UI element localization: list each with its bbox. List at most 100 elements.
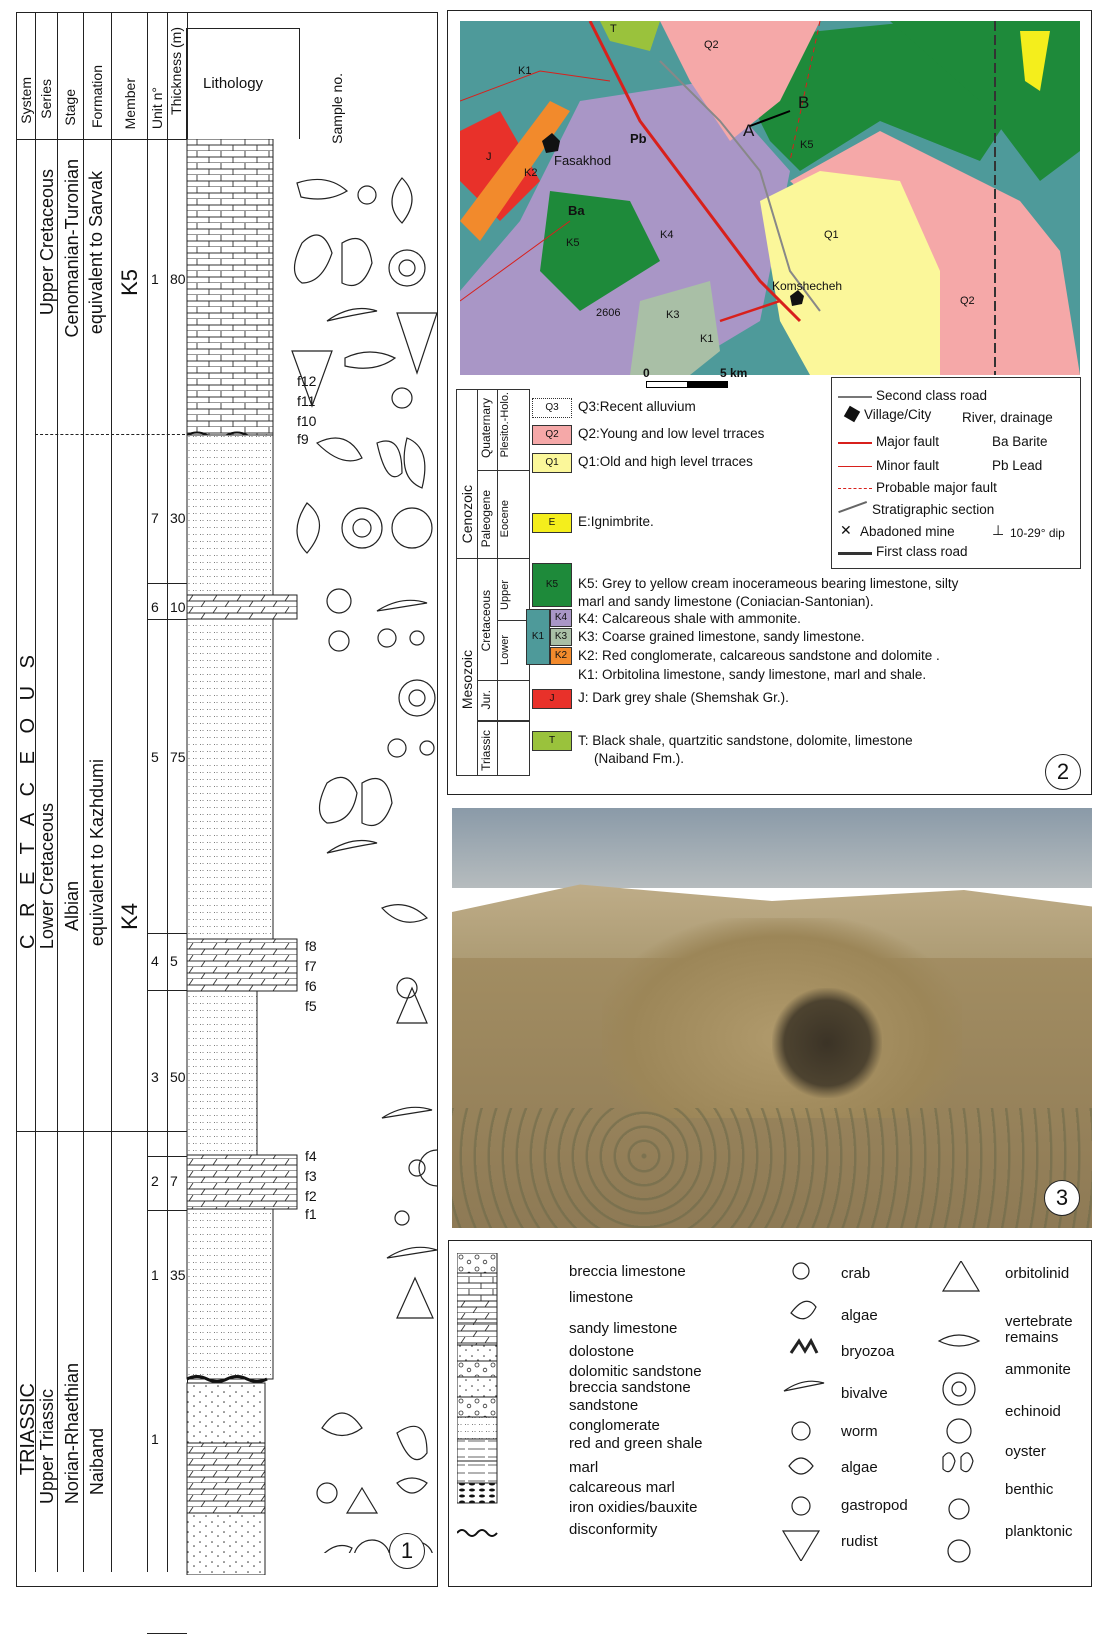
fossil-key-label: rudist <box>841 1533 878 1550</box>
lith-key-label: dolostone <box>569 1343 634 1360</box>
symbol-label: First class road <box>876 544 968 559</box>
legend-text: K2: Red conglomerate, calcareous sandsto… <box>578 648 940 663</box>
algae-icon <box>312 1546 352 1554</box>
ammonite-icon <box>943 1373 975 1405</box>
ammonite-icon <box>342 508 382 548</box>
map-label: Fasakhod <box>554 153 611 168</box>
bivalve-icon <box>382 1107 432 1118</box>
bivalve-icon <box>327 841 377 853</box>
symbol-label: Probable major fault <box>876 480 997 495</box>
unit-label: 1 <box>151 1267 159 1283</box>
oyster-icon <box>943 1453 973 1472</box>
echinoid-icon <box>947 1419 971 1443</box>
map-label: K5 <box>800 139 813 151</box>
fossil-key-label: ammonite <box>1005 1361 1071 1378</box>
rudist-icon <box>783 1531 819 1561</box>
map-label: Komshecheh <box>772 279 842 293</box>
oyster-icon <box>345 352 395 368</box>
map-label: Q2 <box>960 295 975 307</box>
village-icon <box>844 406 860 422</box>
symbol-label: River, drainage <box>962 410 1053 425</box>
period-label: Quaternary <box>479 398 493 458</box>
symbol-label: Second class road <box>876 388 987 403</box>
gastropod-icon <box>392 388 412 408</box>
thickness-label: 5 <box>170 953 178 969</box>
thickness-label: 30 <box>170 510 186 526</box>
member-k4: K4 <box>117 903 143 930</box>
symbol-label: 10-29° dip <box>1010 526 1065 540</box>
geologic-map-panel: T Q2 K1 Pb B A K5 J Fasakhod K2 Ba K4 K5… <box>447 10 1092 795</box>
panel-number-1: 1 <box>389 1533 425 1569</box>
map-label: K2 <box>524 167 537 179</box>
rudist-icon <box>292 351 332 406</box>
era-label: Mesozoic <box>459 650 475 709</box>
lithology-key-column <box>457 1253 505 1553</box>
bivalve-icon <box>327 309 377 321</box>
planktonic-icon <box>948 1540 970 1562</box>
legend-swatch-k3: K3 <box>550 628 572 646</box>
crab-icon <box>793 1263 809 1279</box>
symbol-label: Major fault <box>876 434 939 449</box>
lith-key-label: calcareous marl <box>569 1479 675 1496</box>
header-lithology: Lithology <box>203 75 263 92</box>
bivalve-icon <box>354 1540 390 1553</box>
map-label: Q2 <box>704 39 719 51</box>
chrono-legend: Cenozoic Mesozoic Quaternary Paleogene C… <box>456 389 530 776</box>
map-label: K1 <box>700 333 713 345</box>
stage-triassic: Norian-Rhaethian <box>62 1363 83 1504</box>
series-lower: Lower Cretaceous <box>37 803 58 949</box>
dip-icon: ⊥ <box>992 522 1004 539</box>
legend-text: K3: Coarse grained limestone, sandy lime… <box>578 629 865 644</box>
map-label: Q1 <box>824 229 839 241</box>
bivalve-icon <box>322 1413 362 1436</box>
lithology-column <box>185 139 300 1575</box>
thickness-label: 7 <box>170 1173 178 1189</box>
legend-swatch-k5: K5 <box>532 563 572 607</box>
echinoid-icon <box>392 178 412 223</box>
map-label: K4 <box>660 229 673 241</box>
legend-swatch-j: J <box>532 689 572 709</box>
panel-number-3: 3 <box>1044 1180 1080 1216</box>
oyster-icon <box>317 438 362 461</box>
legend-text: Q3:Recent alluvium <box>578 399 696 414</box>
formation-upper: equivalent to Sarvak <box>86 171 107 334</box>
legend-swatch-k2: K2 <box>550 647 572 665</box>
fossil-key-label: crab <box>841 1265 870 1282</box>
fossil-key-mid-icons <box>779 1261 829 1561</box>
header-stage: Stage <box>62 89 78 126</box>
lith-key-label: breccia sandstone <box>569 1379 691 1396</box>
symbol-label: Ba Barite <box>992 434 1048 449</box>
unit-label: 4 <box>151 953 159 969</box>
fossil-key-label: algae <box>841 1307 878 1324</box>
scale-label: 0 <box>643 366 650 380</box>
legend-text: E:Ignimbrite. <box>578 514 654 529</box>
header-thickness: Thickness (m) <box>168 27 184 115</box>
legend-text: Q1:Old and high level trraces <box>578 454 753 469</box>
lith-key-label: sandy limestone <box>569 1320 677 1337</box>
header-lithology-box: Lithology <box>186 28 300 139</box>
worm-icon <box>329 631 349 651</box>
fossil-key-label: worm <box>841 1423 878 1440</box>
map-label: K5 <box>566 237 579 249</box>
gastropod-icon <box>358 186 376 204</box>
unit-label: 1 <box>151 271 159 287</box>
header-unit: Unit n° <box>149 87 165 129</box>
map-label: K3 <box>666 309 679 321</box>
header-formation: Formation <box>89 65 105 128</box>
stratigraphic-column-panel: System Series Stage Formation Member Uni… <box>16 12 438 1587</box>
gastropod-icon <box>388 739 406 757</box>
member-k5: K5 <box>117 269 143 296</box>
lith-key-label: sandstone <box>569 1397 638 1414</box>
legend-swatch-k4: K4 <box>550 609 572 627</box>
map-label: 2606 <box>596 307 620 319</box>
lith-key-label: disconformity <box>569 1521 657 1538</box>
benthic-icon <box>949 1499 969 1519</box>
legend-text: T: Black shale, quartzitic sandstone, do… <box>578 733 913 748</box>
bivalve-icon <box>387 1247 437 1258</box>
orbitolinid-icon <box>397 1278 433 1318</box>
unit-label: 7 <box>151 510 159 526</box>
lith-key-label: red and green shale <box>569 1435 702 1452</box>
legend-swatch-e: E <box>532 513 572 533</box>
fossil-key-label: gastropod <box>841 1497 908 1514</box>
unit-label: 6 <box>151 599 159 615</box>
